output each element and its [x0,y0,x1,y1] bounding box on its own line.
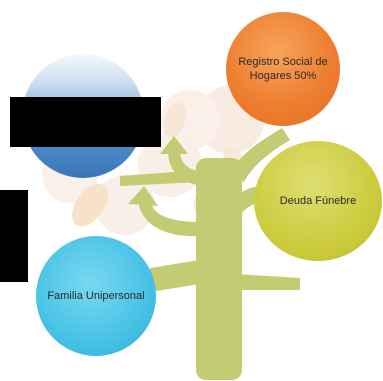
redaction-bar [0,190,28,282]
redaction-bar [10,97,161,147]
node-registro-social: Registro Social de Hogares 50% [226,12,340,126]
node-deuda-funebre-label: Deuda Fúnebre [279,195,357,207]
node-familia-unipersonal: Familia Unipersonal [36,236,156,356]
node-deuda-funebre: Deuda Fúnebre [254,141,382,261]
node-registro-social-label: Registro Social de Hogares 50% [238,56,328,82]
tree-trunk [120,128,300,380]
node-familia-unipersonal-label: Familia Unipersonal [47,290,145,302]
